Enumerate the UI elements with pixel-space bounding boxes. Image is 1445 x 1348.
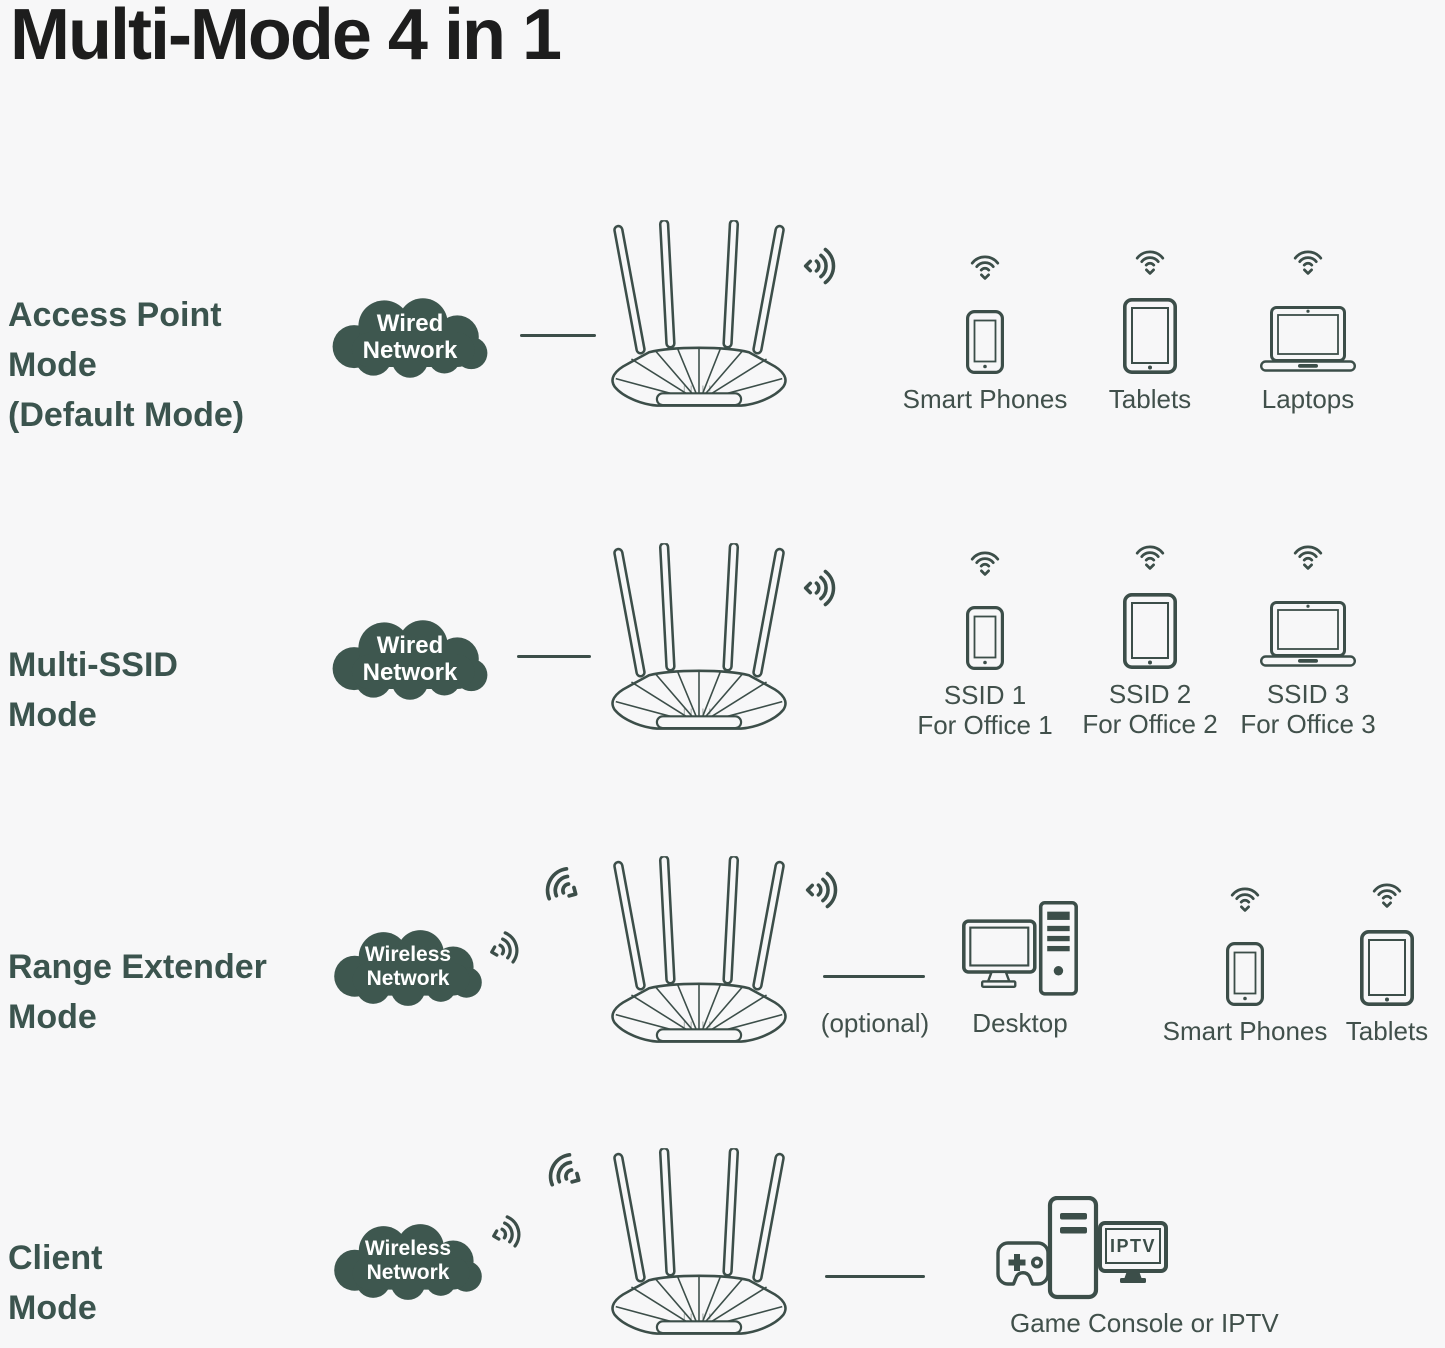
device-label: Smart Phones — [902, 384, 1068, 414]
device-label: Desktop — [972, 1008, 1068, 1038]
access-point-router-icon — [606, 220, 792, 412]
wifi-receive-left-icon — [528, 853, 592, 918]
cloud-label-line: Wired — [376, 310, 444, 337]
device-sublabel: For Office 3 — [1240, 709, 1376, 739]
cloud-label-line: Network — [362, 337, 458, 364]
smartphone-icon — [966, 606, 1004, 670]
range-extender-router-icon — [606, 856, 792, 1048]
mode-label-line: Access Point — [8, 296, 222, 334]
desktop-icon — [962, 901, 1078, 998]
device-label: Smart Phones — [1162, 1016, 1328, 1046]
device-label: SSID 3 — [1266, 679, 1350, 709]
optional-wired-connection-line — [823, 975, 925, 978]
laptop-icon — [1260, 306, 1356, 374]
wireless-network-cloud: Wireless Network — [326, 1222, 490, 1302]
device-label: Laptops — [1261, 384, 1355, 414]
tablet-icon — [1123, 298, 1177, 374]
client-mode-router-icon — [606, 1148, 792, 1340]
multi-ssid-router-icon — [606, 543, 792, 735]
device-smart-phones: Smart Phones — [1162, 880, 1328, 1046]
cloud-label-line: Network — [366, 967, 450, 990]
wifi-emit-right-icon — [801, 565, 845, 611]
device-game-console-or-iptv: IPTV — [996, 1196, 1168, 1306]
wifi-emit-right-icon — [803, 867, 847, 913]
mode-label-range-extender: Range Extender Mode — [8, 942, 267, 1042]
wired-network-cloud: Wired Network — [324, 618, 496, 702]
wifi-receive-icon — [1132, 538, 1168, 572]
smartphone-icon — [966, 310, 1004, 374]
cloud-label-line: Wireless — [364, 943, 452, 966]
mode-label-line: Multi-SSID — [8, 646, 178, 684]
device-smart-phones: Smart Phones — [900, 248, 1070, 414]
device-ssid-2: SSID 2 For Office 2 — [1065, 538, 1235, 739]
wifi-receive-icon — [1132, 243, 1168, 277]
mode-label-line: Client — [8, 1239, 103, 1277]
wifi-receive-icon — [1290, 538, 1326, 572]
mode-label-access-point: Access Point Mode (Default Mode) — [8, 290, 244, 440]
mode-label-line: Mode — [8, 998, 97, 1036]
mode-label-line: Mode — [8, 346, 97, 384]
device-laptops: Laptops — [1223, 243, 1393, 414]
wifi-emit-right-icon — [801, 243, 845, 289]
smartphone-icon — [1226, 942, 1264, 1006]
wired-connection-line — [520, 334, 596, 337]
optional-label: (optional) — [820, 1008, 930, 1038]
wired-connection-line — [825, 1275, 925, 1278]
device-sublabel: For Office 2 — [1082, 709, 1218, 739]
wifi-emit-right-icon — [484, 1207, 534, 1258]
mode-label-line: Mode — [8, 696, 97, 734]
device-label: Game Console or IPTV — [1010, 1308, 1279, 1338]
device-label: SSID 1 — [943, 680, 1027, 710]
wifi-receive-icon — [1227, 880, 1263, 914]
cloud-label-line: Network — [362, 659, 458, 686]
mode-label-line: Range Extender — [8, 948, 267, 986]
device-label: SSID 2 — [1108, 679, 1192, 709]
device-tablets: Tablets — [1330, 876, 1444, 1046]
mode-label-line: Mode — [8, 1289, 97, 1327]
cloud-label-line: Wireless — [364, 1237, 452, 1260]
wifi-receive-icon — [967, 248, 1003, 282]
device-label: Tablets — [1108, 384, 1192, 414]
tablet-icon — [1123, 593, 1177, 669]
device-tablets: Tablets — [1065, 243, 1235, 414]
mode-label-multi-ssid: Multi-SSID Mode — [8, 640, 178, 740]
device-ssid-3: SSID 3 For Office 3 — [1223, 538, 1393, 739]
wired-network-cloud: Wired Network — [324, 296, 496, 380]
iptv-screen-text: IPTV — [1109, 1235, 1156, 1256]
page-title: Multi-Mode 4 in 1 — [10, 0, 562, 75]
mode-label-line: (Default Mode) — [8, 396, 245, 434]
tablet-icon — [1360, 930, 1414, 1006]
device-desktop: Desktop — [938, 898, 1102, 1038]
wired-connection-line — [517, 655, 591, 658]
mode-label-client: Client Mode — [8, 1233, 102, 1333]
device-label: Tablets — [1345, 1016, 1429, 1046]
device-sublabel: For Office 1 — [917, 710, 1053, 740]
device-ssid-1: SSID 1 For Office 1 — [900, 544, 1070, 740]
laptop-icon — [1260, 601, 1356, 669]
wifi-receive-icon — [1290, 243, 1326, 277]
wireless-network-cloud: Wireless Network — [326, 928, 490, 1008]
wifi-receive-icon — [967, 544, 1003, 578]
cloud-label-line: Wired — [376, 632, 444, 659]
wifi-receive-left-icon — [531, 1139, 595, 1204]
cloud-label-line: Network — [366, 1261, 450, 1284]
wifi-receive-icon — [1369, 876, 1405, 910]
